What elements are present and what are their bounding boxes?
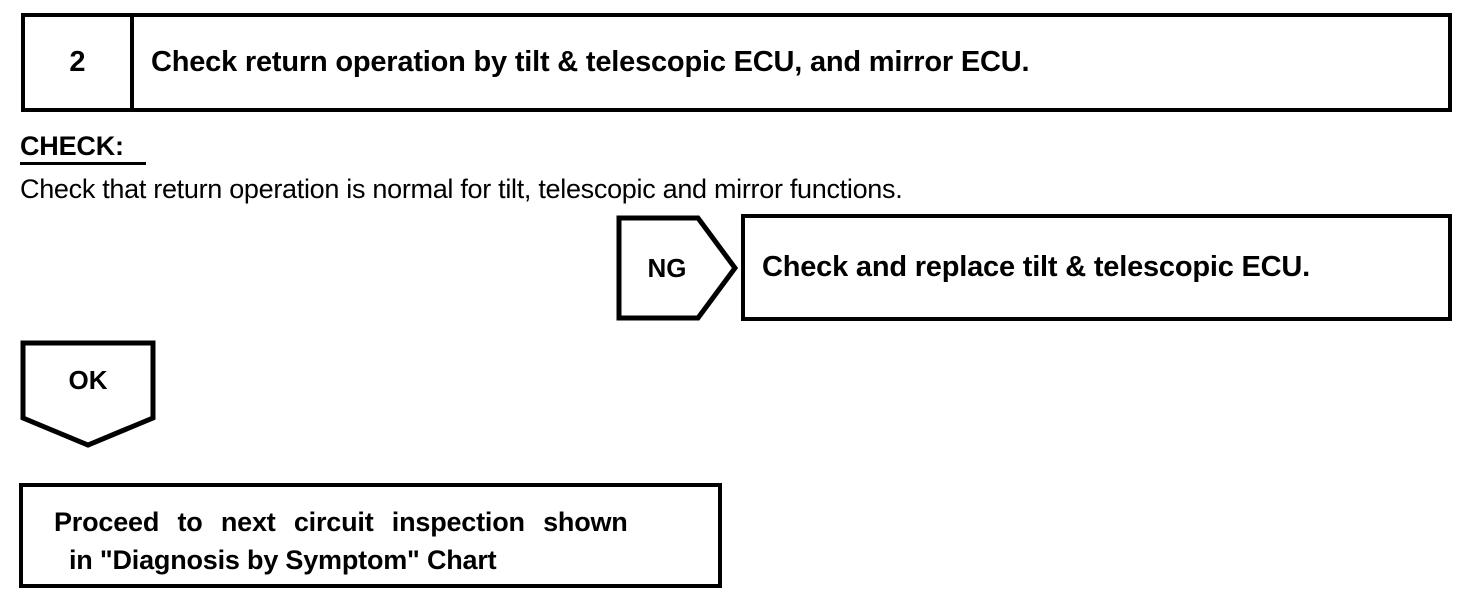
proceed-text-line-1: Proceed to next circuit inspection shown: [54, 507, 628, 537]
step-header-box: 2 Check return operation by tilt & teles…: [21, 13, 1452, 112]
ng-result-text: Check and replace tilt & telescopic ECU.: [762, 251, 1311, 283]
ok-branch-arrow: [20, 340, 156, 448]
proceed-text-line-2: in "Diagnosis by Symptom" Chart: [69, 545, 497, 575]
check-label: CHECK:: [20, 133, 146, 165]
step-number: 2: [69, 46, 86, 78]
check-description: Check that return operation is normal fo…: [20, 174, 903, 204]
step-title-cell: Check return operation by tilt & telesco…: [134, 17, 1448, 108]
step-number-cell: 2: [25, 17, 134, 108]
ng-arrow-shape: [616, 215, 738, 321]
ok-arrow-shape: [20, 340, 156, 448]
proceed-box: Proceed to next circuit inspection shown…: [19, 483, 722, 588]
step-title: Check return operation by tilt & telesco…: [151, 46, 1030, 78]
ng-result-box: Check and replace tilt & telescopic ECU.: [741, 214, 1452, 321]
ng-branch-arrow: [616, 215, 738, 321]
